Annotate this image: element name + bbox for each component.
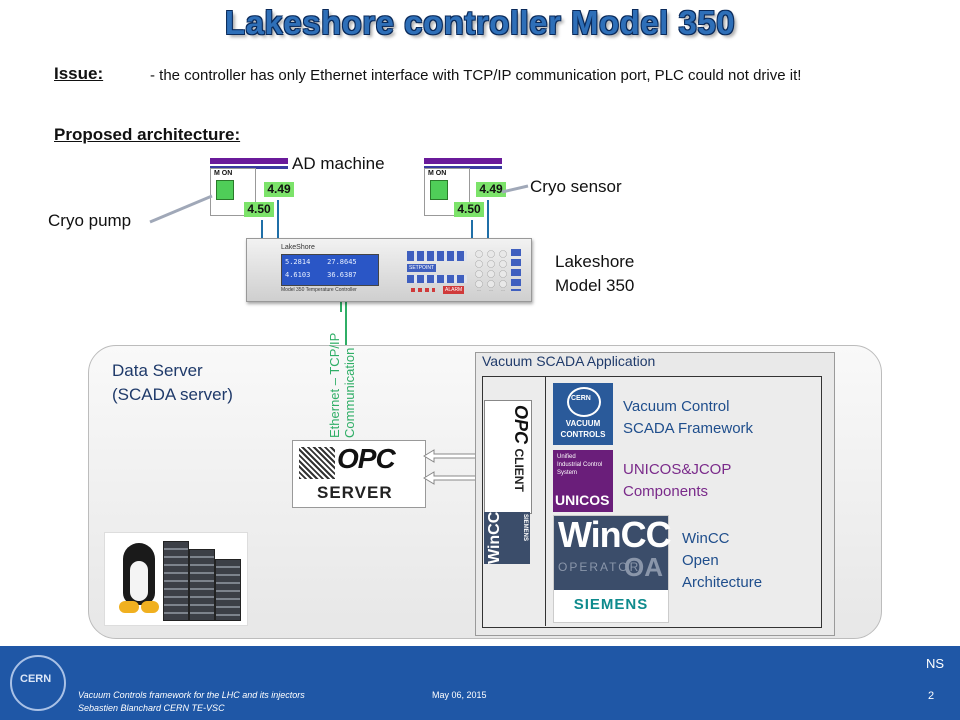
unicos-label: UNICOS&JCOP Components [623,459,731,503]
controls-logo-text: CONTROLS [560,430,606,439]
cryo-sensor-pointer [501,184,529,194]
data-server-label: Data Server [112,361,203,380]
display-line: 5.2814 27.8645 [285,258,357,266]
display-line: 4.6103 36.6387 [285,271,357,279]
setpoint-key: SETPOINT [407,264,437,272]
ethernet-line: Ethernet – TCP/IP [327,332,342,438]
device-header-bar [210,158,288,164]
readout-top: 4.49 [264,182,294,197]
alarm-key: ALARM [443,286,465,294]
operator-logo-text: OPERATOR [558,560,641,574]
slide-title: Lakeshore controller Model 350 [224,4,736,41]
unicos-logo: Unified Industrial Control System UNICOS [553,450,613,512]
ad-machine-label: AD machine [292,154,385,173]
vacuum-scada-app-label: Vacuum SCADA Application [482,353,656,369]
pump-symbol-icon [216,180,234,200]
wincc-oa-logo: WinCC OPERATOR OA SIEMENS [553,514,672,623]
scada-divider [545,376,546,626]
ethernet-label: Ethernet – TCP/IP Communication [327,308,357,438]
vacuum-logo-text: VACUUM [565,419,601,428]
proposed-architecture-heading: Proposed architecture: [54,125,241,144]
numeric-keypad [473,249,509,291]
readout-bottom: 4.50 [244,202,274,217]
cern-footer-text: CERN [20,673,52,685]
cryo-sensor-label: Cryo sensor [530,177,622,196]
page-number: 2 [928,690,935,702]
cern-footer-logo [10,655,66,711]
footer-date: May 06, 2015 [432,690,487,700]
footer-bar [0,646,960,720]
unicos-small-text: System [557,470,578,476]
wincc-logo-bg [554,516,668,590]
issue-label: Issue: [54,64,104,83]
wincc-line3: Architecture [682,574,763,591]
penguin-belly [130,561,148,601]
unicos-logo-text: UNICOS [555,492,610,508]
penguin-foot [119,601,139,613]
footer-line2: Sebastien Blanchard CERN TE-VSC [78,703,225,713]
mon-label: M ON [214,170,233,177]
server-rack-icon [189,549,215,621]
opc-client-opc: OPC [511,405,531,445]
cern-logo-text: CERN [571,395,591,402]
cern-logo-icon [567,387,601,417]
device-header-bar [424,166,502,169]
controller-caption: Model 350 Temperature Controller [281,287,357,293]
server-logo-text: SERVER [317,483,393,502]
readout-top: 4.49 [476,182,506,197]
wincc-logo-text: WinCC [558,514,672,555]
communication-line: Communication [342,347,357,438]
opc-client-client: CLIENT [512,448,526,492]
siemens-small-text: SIEMENS [522,514,528,542]
opc-logo-text: OPC [337,443,396,474]
server-rack-icon [163,541,189,621]
controller-display [281,254,379,286]
wincc-line2: Open [682,552,719,569]
server-illustration [104,532,248,626]
nav-keys [511,249,521,291]
readout-bottom: 4.50 [454,202,484,217]
unicos-small-text: Industrial Control [557,462,603,468]
cryo-pump-label: Cryo pump [48,211,132,230]
model-label: Model 350 [555,276,635,295]
penguin-foot [141,601,159,613]
client-logo-text: OPC CLIENT [510,405,531,509]
sensor-device-left: M ON 4.49 4.50 [210,156,298,218]
wincc-small-logo: WinCC SIEMENS [484,512,530,564]
keypad-upper [407,251,467,261]
issue-text: - the controller has only Ethernet inter… [150,67,802,84]
sensor-device-right: M ON 4.49 4.50 [424,156,512,218]
opc-logo-mark [299,447,335,479]
status-leds [411,288,435,292]
scada-server-label: (SCADA server) [112,385,233,404]
author-initials: NS [926,656,945,671]
mon-label: M ON [428,170,447,177]
vacuum-controls-logo: CERN VACUUM CONTROLS [553,383,613,445]
opc-client-logo: OPC CLIENT [484,400,532,514]
cryo-pump-pointer [149,194,213,224]
wincc-label: WinCC Open Architecture [682,528,762,594]
footer-line1: Vacuum Controls framework for the LHC an… [78,690,305,700]
controller-brand: LakeShore [281,244,315,251]
vacuum-control-label: Vacuum Control SCADA Framework [623,396,753,440]
device-header-bar [424,158,502,164]
unicos-small-text: Unified [557,454,576,460]
linux-penguin-icon [117,537,161,617]
lakeshore-label: Lakeshore [555,252,635,271]
unicos-line2: Components [623,483,709,500]
siemens-logo-text: SIEMENS [573,596,649,613]
opc-server-logo: OPC SERVER [292,440,426,508]
vacuum-control-line1: Vacuum Control [623,398,730,415]
lakeshore-controller: LakeShore 5.2814 27.8645 4.6103 36.6387 … [246,238,532,302]
device-header-bar [210,166,288,169]
pump-symbol-icon [430,180,448,200]
vacuum-control-line2: SCADA Framework [623,420,754,437]
server-rack-icon [215,559,241,621]
wincc-line1: WinCC [682,530,730,547]
keypad-lower [407,275,467,283]
unicos-line1: UNICOS&JCOP [623,461,732,478]
oa-logo-text: OA [624,552,663,582]
wincc-small-text: WinCC [486,511,503,564]
